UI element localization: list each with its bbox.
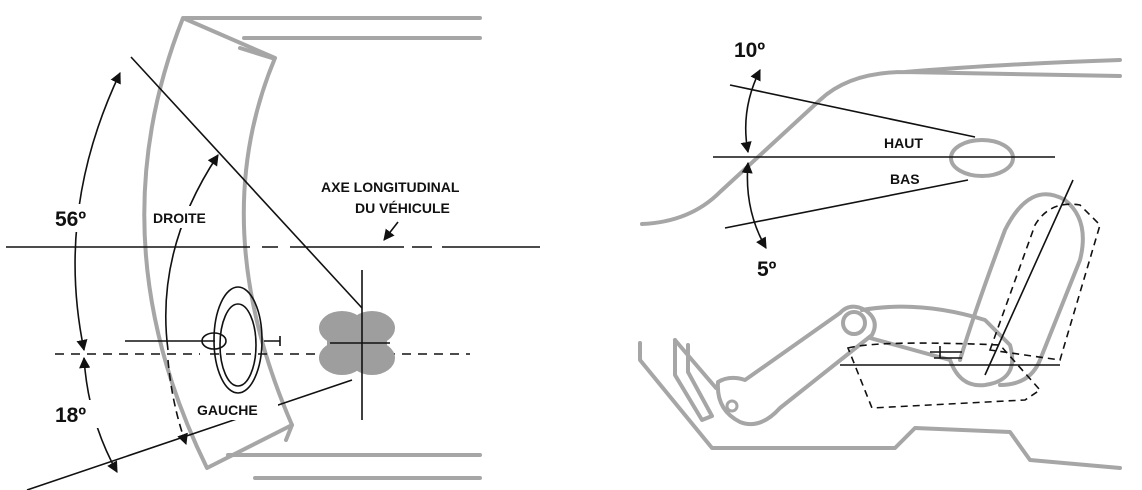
driver-eye-ellipse [949,138,1015,178]
knee-joint [841,310,867,336]
mirror-outer-ellipse [213,286,263,394]
arc-right [165,154,219,351]
floor-outline [638,341,1122,470]
small-tick [264,336,281,346]
ankle-joint [725,399,739,413]
right-field-line [130,56,363,309]
pedal-outline [673,338,718,422]
left-side-label: GAUCHE [197,402,258,418]
angle-18-label: 18º [55,404,86,427]
axis-label-pointer [383,221,399,241]
angle-18-bg [52,400,104,428]
angle-up-label: 10º [734,39,765,62]
head-crosshair [330,270,390,420]
angle-56-bg [52,204,104,232]
eye-ellipse [201,332,227,350]
angle-down-label: 5º [757,258,777,281]
seat-cushion-outline [846,342,1042,409]
down-label: BAS [890,171,920,187]
droite-bg [150,206,226,228]
windshield-band [142,16,294,470]
arc-left [167,359,188,446]
hip-marker [930,346,962,359]
axis-label-line1: AXE LONGITUDINAL [321,179,460,195]
door-rail-bottom [226,423,482,480]
top-view-diagram: 56º 18º DROITE GAUCHE AXE LONGITUDINAL D… [6,16,540,490]
torso-angle-line [984,179,1074,376]
left-field-line [26,379,353,490]
up-label: HAUT [884,135,923,151]
thigh-outline [860,304,1015,388]
seat-back-outline [988,203,1101,361]
mirror-inner-ellipse [219,303,257,387]
roof-outline [640,58,1122,226]
torso-outline [958,192,1085,387]
arc-up-10 [740,68,761,154]
side-view-diagram: 10º 5º HAUT BAS [638,39,1122,470]
lower-sight-line [724,179,969,229]
axis-label-line2: DU VÉHICULE [355,200,450,216]
right-side-label: DROITE [153,210,206,226]
arc-down-5 [741,161,767,249]
gauche-bg [194,398,278,420]
angle-56-label: 56º [55,208,86,231]
leg-outline [715,304,877,427]
upper-sight-line [729,84,976,138]
roof-rail-top [183,16,482,60]
